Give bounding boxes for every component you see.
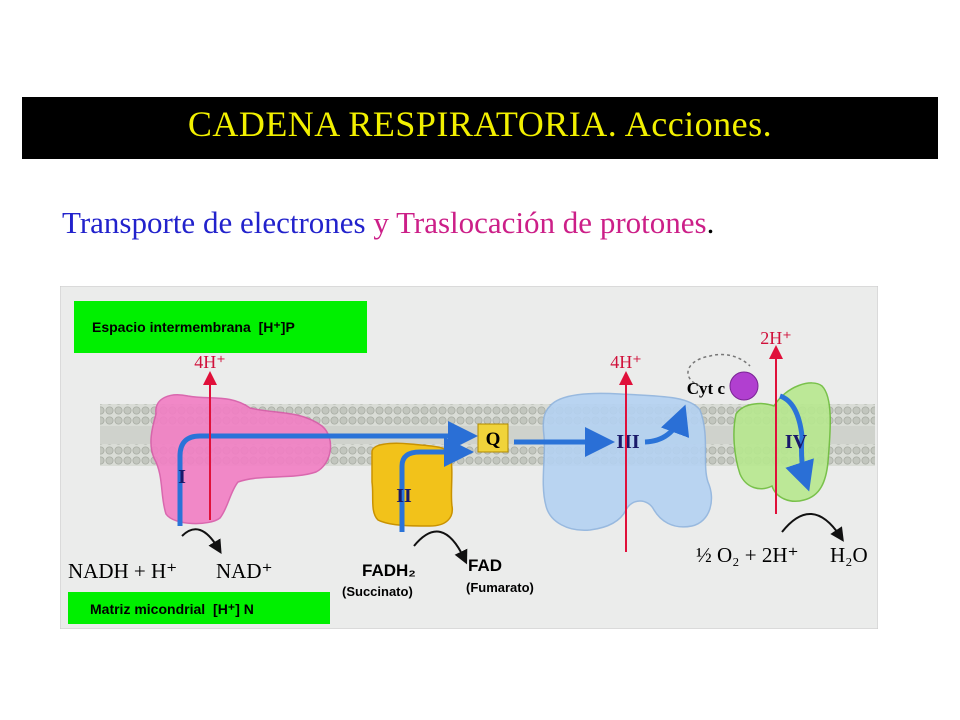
nad-label: NAD⁺ — [216, 559, 273, 583]
subtitle-proton-translocation: Traslocación de protones — [396, 205, 707, 240]
complex-iv-label: IV — [785, 431, 808, 453]
slide-subtitle: Transporte de electrones y Traslocación … — [62, 205, 714, 241]
matrix-concentration: [H⁺] N — [213, 601, 254, 617]
title-band: CADENA RESPIRATORIA. Acciones. — [22, 97, 938, 159]
fad-label: FAD — [468, 556, 502, 575]
intermembrane-concentration: [H⁺]P — [259, 319, 295, 335]
succinato-label: (Succinato) — [342, 584, 413, 599]
intermembrane-label-text: Espacio intermembrana — [92, 319, 251, 335]
electron-transport-chain-figure: Espacio intermembrana [H⁺]P Q Cyt c I II — [59, 285, 879, 630]
nadh-label: NADH + H⁺ — [68, 559, 177, 583]
proton-arrows — [203, 345, 783, 552]
protons-complex-iii: 4H⁺ — [610, 352, 642, 372]
complex-ii-label: II — [396, 485, 412, 507]
subtitle-period: . — [706, 205, 715, 240]
q-label: Q — [486, 429, 501, 450]
fumarato-label: (Fumarato) — [466, 580, 534, 595]
protons-complex-iv: 2H⁺ — [760, 328, 792, 348]
matrix-label-text: Matriz micondrial — [90, 601, 205, 617]
complex-i-label: I — [178, 466, 186, 488]
slide-title: CADENA RESPIRATORIA. Acciones. — [187, 104, 773, 144]
complex-i — [150, 394, 332, 525]
fadh2-label: FADH₂ — [362, 561, 416, 580]
subtitle-connector: y — [373, 205, 389, 240]
cyt-c-label: Cyt c — [687, 379, 726, 398]
cytochrome-c: Cyt c — [687, 353, 759, 401]
etc-diagram: Espacio intermembrana [H⁺]P Q Cyt c I II — [59, 285, 879, 630]
subtitle-electron-transport: Transporte de electrones — [62, 205, 366, 240]
protons-complex-i: 4H⁺ — [194, 352, 226, 372]
electron-flow-arrows — [177, 393, 814, 532]
complex-iii-label: III — [616, 431, 640, 453]
matrix-label: Matriz micondrial [H⁺] N — [68, 592, 330, 624]
svg-text:Matriz micondrial [H⁺] N: Matriz micondrial [H⁺] N — [90, 601, 254, 617]
intermembrane-space-label: Espacio intermembrana [H⁺]P — [74, 301, 367, 353]
water-label: H₂O — [830, 543, 868, 567]
reaction-arrows — [181, 513, 844, 565]
complex-ii — [371, 442, 454, 527]
svg-text:Espacio intermembrana [H: Espacio intermembrana [H⁺]P — [92, 319, 295, 335]
ubiquinone-q: Q — [477, 423, 509, 453]
oxygen-label: ½ O₂ + 2H⁺ — [696, 543, 799, 567]
